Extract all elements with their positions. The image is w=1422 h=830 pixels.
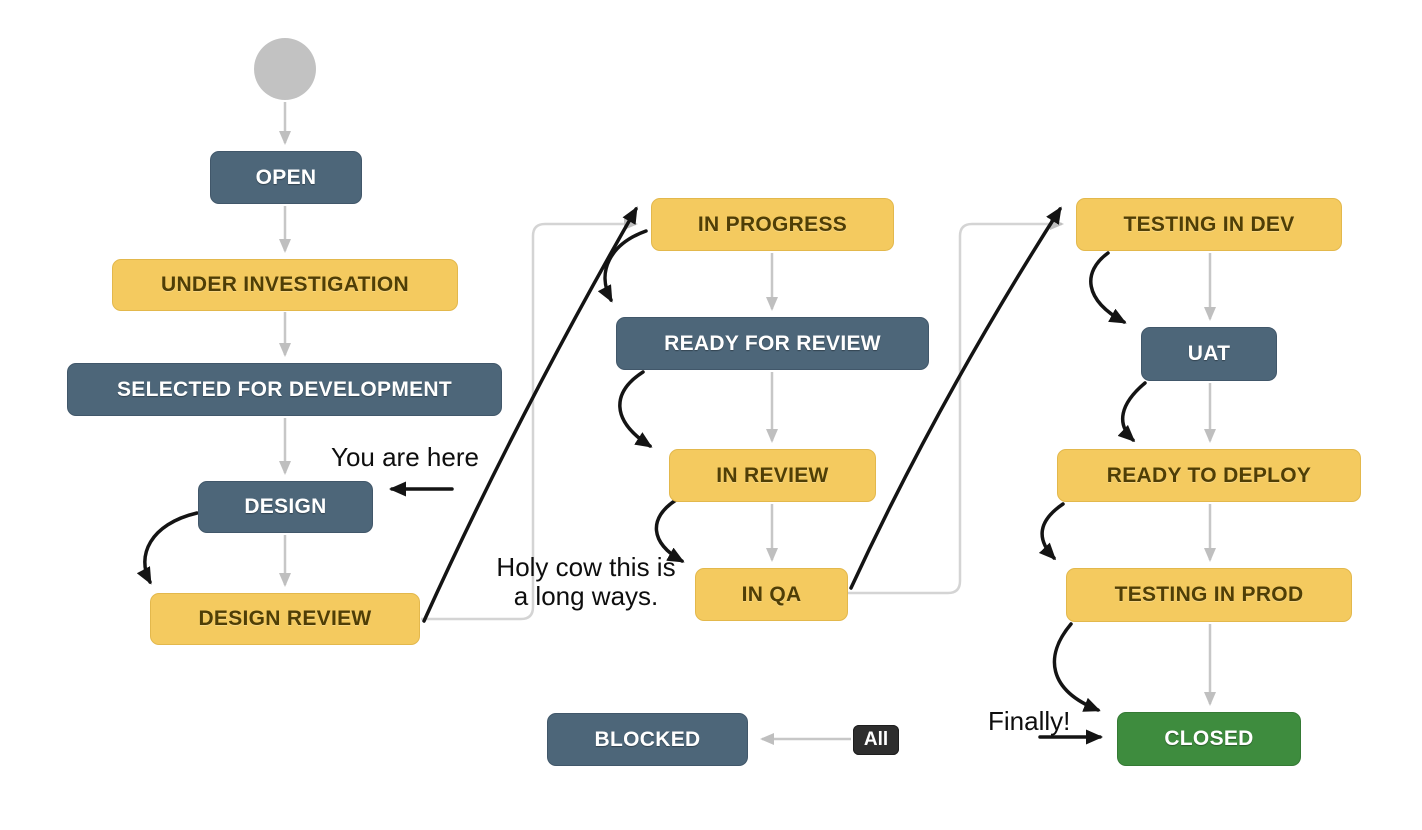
transition-testing-in-dev-to-uat	[1089, 251, 1127, 324]
status-in-progress[interactable]: IN PROGRESS	[651, 198, 894, 251]
status-label: IN PROGRESS	[697, 212, 848, 236]
status-closed[interactable]: CLOSED	[1117, 712, 1301, 766]
status-uat[interactable]: UAT	[1141, 327, 1277, 381]
status-ready-for-review[interactable]: READY FOR REVIEW	[616, 317, 929, 370]
status-testing-in-dev[interactable]: TESTING IN DEV	[1076, 198, 1342, 251]
connector-in-qa-to-testing-in-dev	[848, 218, 1064, 595]
transition-ready-to-deploy-to-testing-in-prod	[1038, 502, 1065, 561]
status-in-review[interactable]: IN REVIEW	[669, 449, 876, 502]
status-label: BLOCKED	[594, 727, 701, 751]
gray-connectors	[279, 102, 1216, 745]
status-testing-in-prod[interactable]: TESTING IN PROD	[1066, 568, 1352, 622]
black-transitions	[136, 206, 1147, 745]
transition-design-review-to-in-progress	[422, 206, 638, 623]
status-design-review[interactable]: DESIGN REVIEW	[150, 593, 420, 645]
status-selected-for-development[interactable]: SELECTED FOR DEVELOPMENT	[67, 363, 502, 416]
annotation-holy-cow: Holy cow this is a long ways.	[496, 552, 676, 611]
start-node[interactable]	[254, 38, 316, 100]
annotation-you-are-here: You are here	[331, 442, 479, 472]
status-label: READY TO DEPLOY	[1106, 463, 1312, 487]
status-label: OPEN	[255, 165, 317, 189]
status-label: DESIGN REVIEW	[198, 607, 372, 630]
transition-testing-in-prod-to-closed	[1052, 622, 1101, 712]
status-under-investigation[interactable]: UNDER INVESTIGATION	[112, 259, 458, 311]
status-label: TESTING IN PROD	[1114, 583, 1304, 606]
status-label: UNDER INVESTIGATION	[161, 273, 409, 296]
transition-in-qa-to-testing-in-dev	[849, 206, 1062, 590]
status-label: TESTING IN DEV	[1123, 212, 1295, 236]
status-label: IN QA	[741, 582, 802, 606]
status-design[interactable]: DESIGN	[198, 481, 373, 533]
transition-in-review-to-in-qa	[654, 498, 685, 563]
transition-design-to-design-review	[136, 511, 199, 585]
status-label: READY FOR REVIEW	[664, 331, 881, 355]
status-in-qa[interactable]: IN QA	[695, 568, 848, 621]
status-label: DESIGN	[244, 495, 327, 518]
transition-in-progress-to-ready-for-review	[597, 229, 648, 303]
connector-design-review-to-in-progress	[421, 218, 638, 621]
all-badge[interactable]: All	[853, 725, 899, 755]
transition-uat-to-ready-to-deploy	[1117, 381, 1147, 443]
status-open[interactable]: OPEN	[210, 151, 362, 204]
transition-ready-for-review-to-in-review	[618, 370, 653, 448]
status-label: CLOSED	[1164, 727, 1254, 750]
status-label: IN REVIEW	[716, 463, 829, 487]
status-blocked[interactable]: BLOCKED	[547, 713, 748, 766]
annotation-finally: Finally!	[988, 706, 1071, 736]
status-label: SELECTED FOR DEVELOPMENT	[116, 377, 453, 401]
status-label: UAT	[1187, 342, 1231, 365]
status-ready-to-deploy[interactable]: READY TO DEPLOY	[1057, 449, 1361, 502]
all-badge-label: All	[863, 729, 889, 750]
